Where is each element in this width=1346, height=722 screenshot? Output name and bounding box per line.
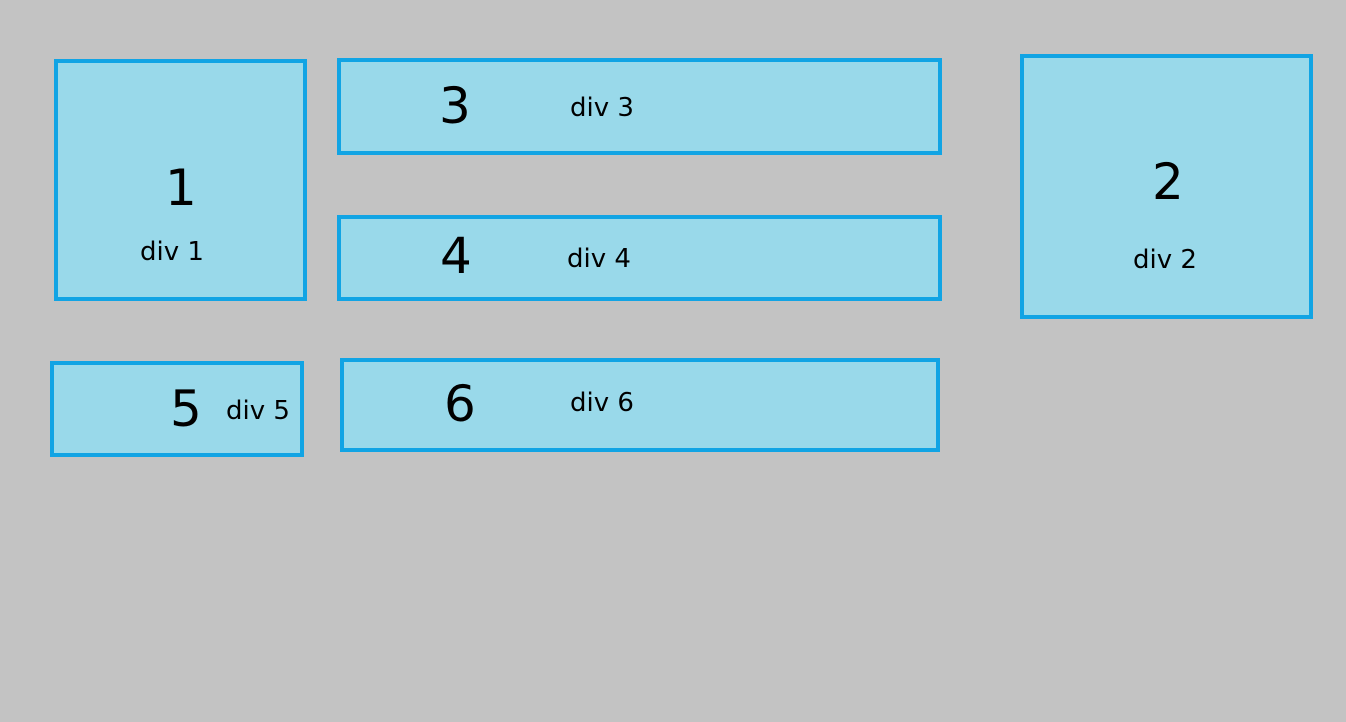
div-1-box: 1 div 1 xyxy=(54,59,307,301)
div-1-label: div 1 xyxy=(140,237,204,267)
div-3-label: div 3 xyxy=(570,93,634,123)
div-5-number: 5 xyxy=(170,380,202,438)
div-6-box: 6 div 6 xyxy=(340,358,940,452)
div-4-number: 4 xyxy=(440,227,472,285)
div-3-box: 3 div 3 xyxy=(337,58,942,155)
div-4-box: 4 div 4 xyxy=(337,215,942,301)
div-6-label: div 6 xyxy=(570,388,634,418)
div-2-box: 2 div 2 xyxy=(1020,54,1313,319)
div-2-label: div 2 xyxy=(1133,245,1197,275)
div-6-number: 6 xyxy=(444,375,476,433)
div-4-label: div 4 xyxy=(567,244,631,274)
div-3-number: 3 xyxy=(439,77,471,135)
div-2-number: 2 xyxy=(1152,153,1184,211)
div-5-box: 5 div 5 xyxy=(50,361,304,457)
div-5-label: div 5 xyxy=(226,396,290,426)
div-1-number: 1 xyxy=(165,159,197,217)
